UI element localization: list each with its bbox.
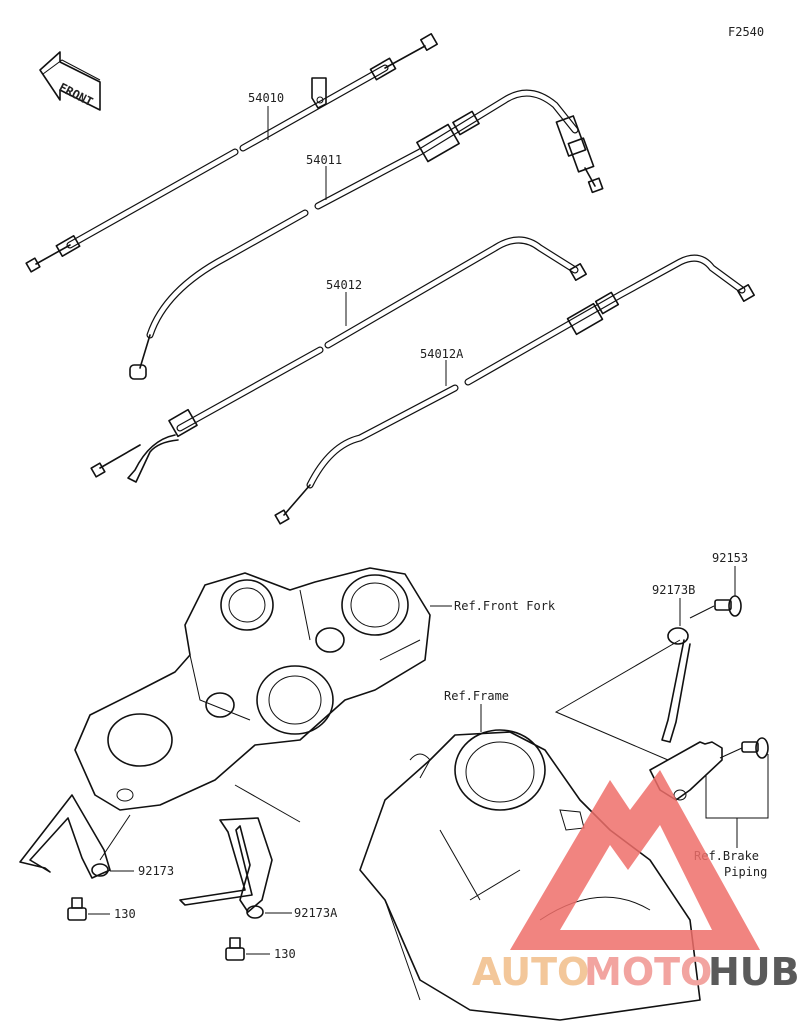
- cable-54012[interactable]: [90, 236, 587, 483]
- part-label-92173b: 92173B: [652, 583, 695, 597]
- part-label-92173a: 92173A: [294, 906, 338, 920]
- ref-brake-line2: Piping: [724, 865, 767, 879]
- front-label: FRONT: [57, 80, 96, 109]
- part-label-54012a: 54012A: [420, 347, 464, 361]
- part-label-54012: 54012: [326, 278, 362, 292]
- part-label-54011: 54011: [306, 153, 342, 167]
- watermark-logo: [510, 770, 760, 950]
- watermark-word-moto: MOTO: [584, 950, 712, 994]
- bolt-92153-top[interactable]: [689, 595, 742, 619]
- front-arrow-icon: FRONT: [39, 51, 101, 111]
- watermark-word-hub: HUB: [708, 950, 800, 994]
- ref-brake-line1: Ref.Brake: [694, 849, 759, 863]
- cable-54012a[interactable]: [274, 254, 755, 525]
- leader-clamp-a: [234, 784, 301, 823]
- cable-54011[interactable]: [129, 89, 604, 380]
- figure-code: F2540: [728, 25, 764, 39]
- leader-triangle: [554, 639, 681, 761]
- part-label-54010: 54010: [248, 91, 284, 105]
- watermark-word-auto: AUTO: [472, 950, 589, 994]
- triple-clamp: [74, 567, 431, 811]
- leader-brake-piping: [705, 754, 769, 848]
- ref-front-fork: Ref.Front Fork: [454, 599, 556, 613]
- ref-frame: Ref.Frame: [444, 689, 509, 703]
- part-label-92153: 92153: [712, 551, 748, 565]
- cable-54010[interactable]: [25, 33, 438, 273]
- part-label-92173: 92173: [138, 864, 174, 878]
- bolt-130-left[interactable]: [67, 897, 87, 921]
- part-label-130-bottom: 130: [274, 947, 296, 961]
- clamp-92173b[interactable]: [661, 627, 691, 743]
- hose-clamp-92173[interactable]: [19, 794, 111, 879]
- part-label-130-left: 130: [114, 907, 136, 921]
- hose-clamp-92173a[interactable]: [179, 817, 273, 919]
- bolt-130-bottom[interactable]: [225, 937, 245, 961]
